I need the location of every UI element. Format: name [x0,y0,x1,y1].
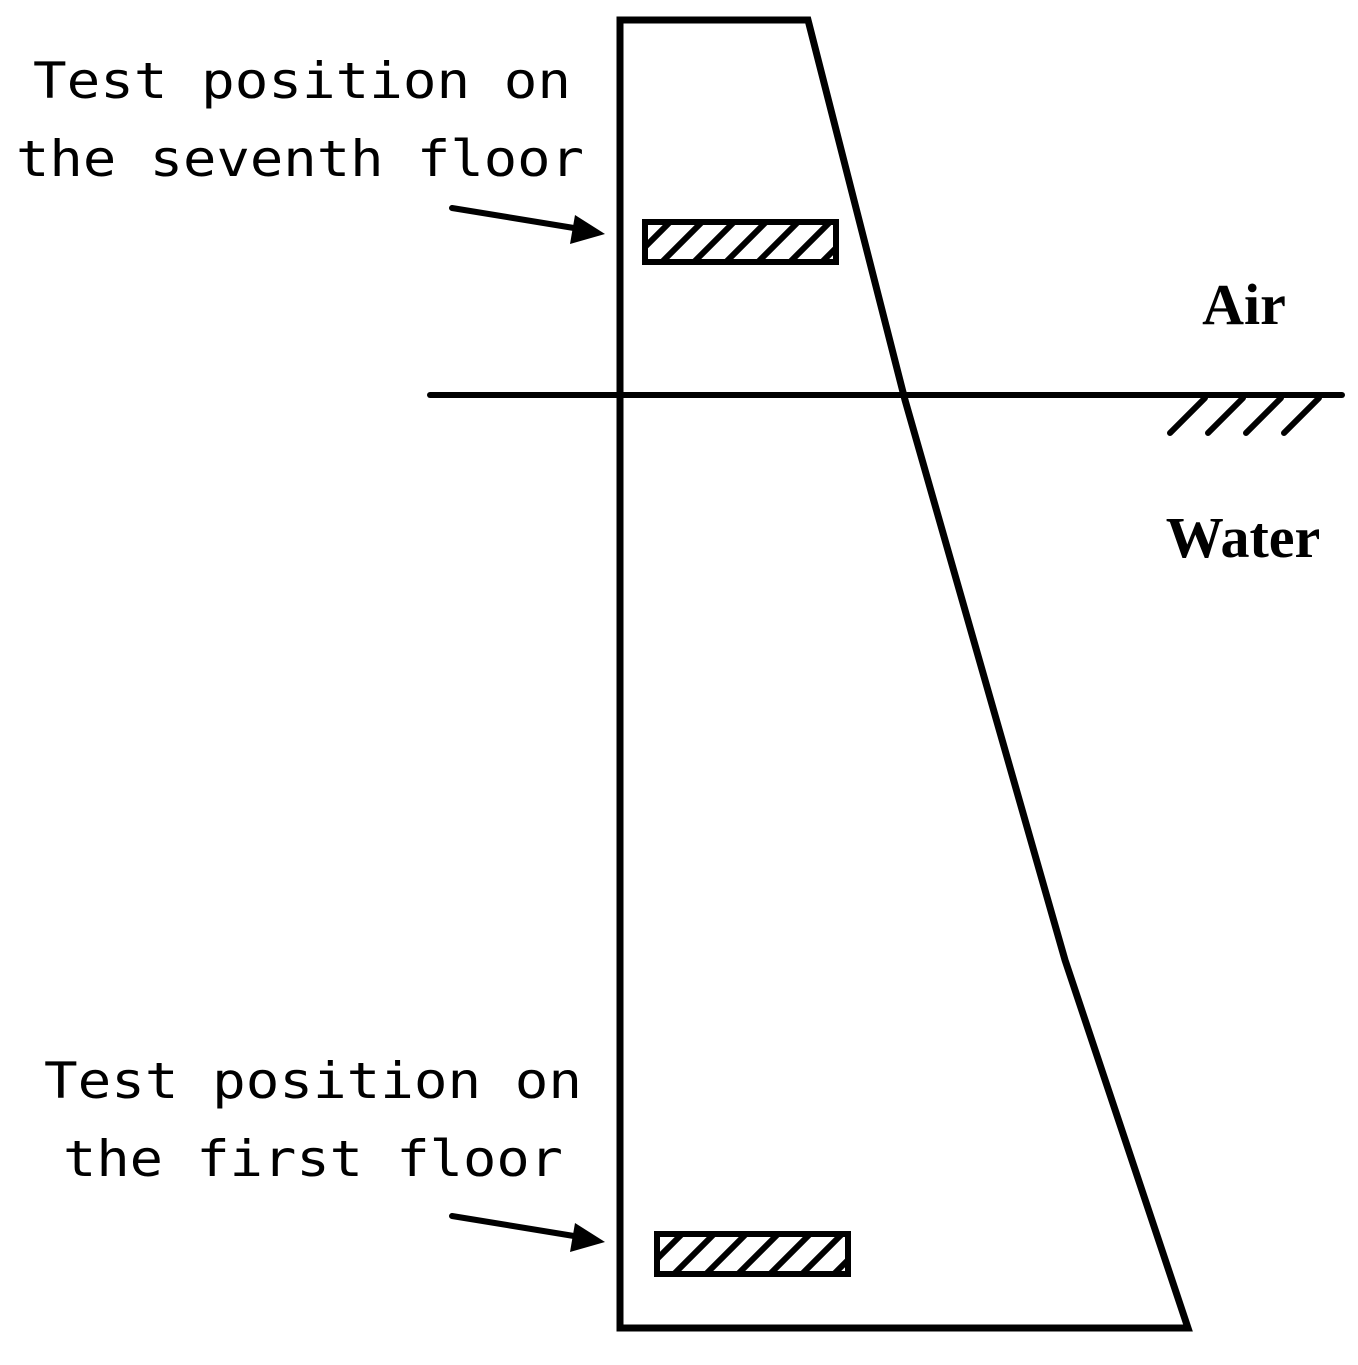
hatch-mark [787,222,833,262]
hatch-mark [799,1234,845,1274]
hatch-mark [1243,395,1284,436]
hatch-mark [1167,395,1208,436]
first-floor-arrow [449,1213,605,1252]
hatch-mark [703,1234,749,1274]
hatch-mark [1205,395,1246,436]
water-surface-hatch [1167,395,1322,436]
arrow-shaft [449,1213,583,1240]
seventh-floor-block-outline [642,219,839,265]
air-label: Air [1202,272,1286,337]
first-floor-label-line2: the first floor [63,1130,563,1188]
first-floor-block-outline [654,1231,851,1277]
seventh-floor-arrow [449,205,605,244]
hatch-mark [657,1234,685,1264]
hatch-mark [723,222,769,262]
hatch-mark [755,222,801,262]
arrow-shaft [449,205,583,232]
arrow-head [570,215,605,244]
seventh-floor-label-line1: Test position on [33,52,571,110]
hatch-mark [645,222,673,252]
first-floor-test-block [654,1231,851,1277]
arrow-head [570,1223,605,1252]
hatch-mark [691,222,737,262]
hatch-mark [735,1234,781,1274]
hatch-mark [767,1234,813,1274]
hatch-mark [671,1234,717,1274]
hatch-mark [1281,395,1322,436]
hatch-mark [819,243,836,262]
seventh-floor-test-block [642,219,839,265]
hatch-mark [831,1255,848,1274]
water-label: Water [1166,505,1321,570]
first-floor-label-line1: Test position on [44,1052,582,1110]
hatch-mark [659,222,705,262]
dam-body [616,16,1193,1332]
seventh-floor-label-line2: the seventh floor [16,130,584,188]
